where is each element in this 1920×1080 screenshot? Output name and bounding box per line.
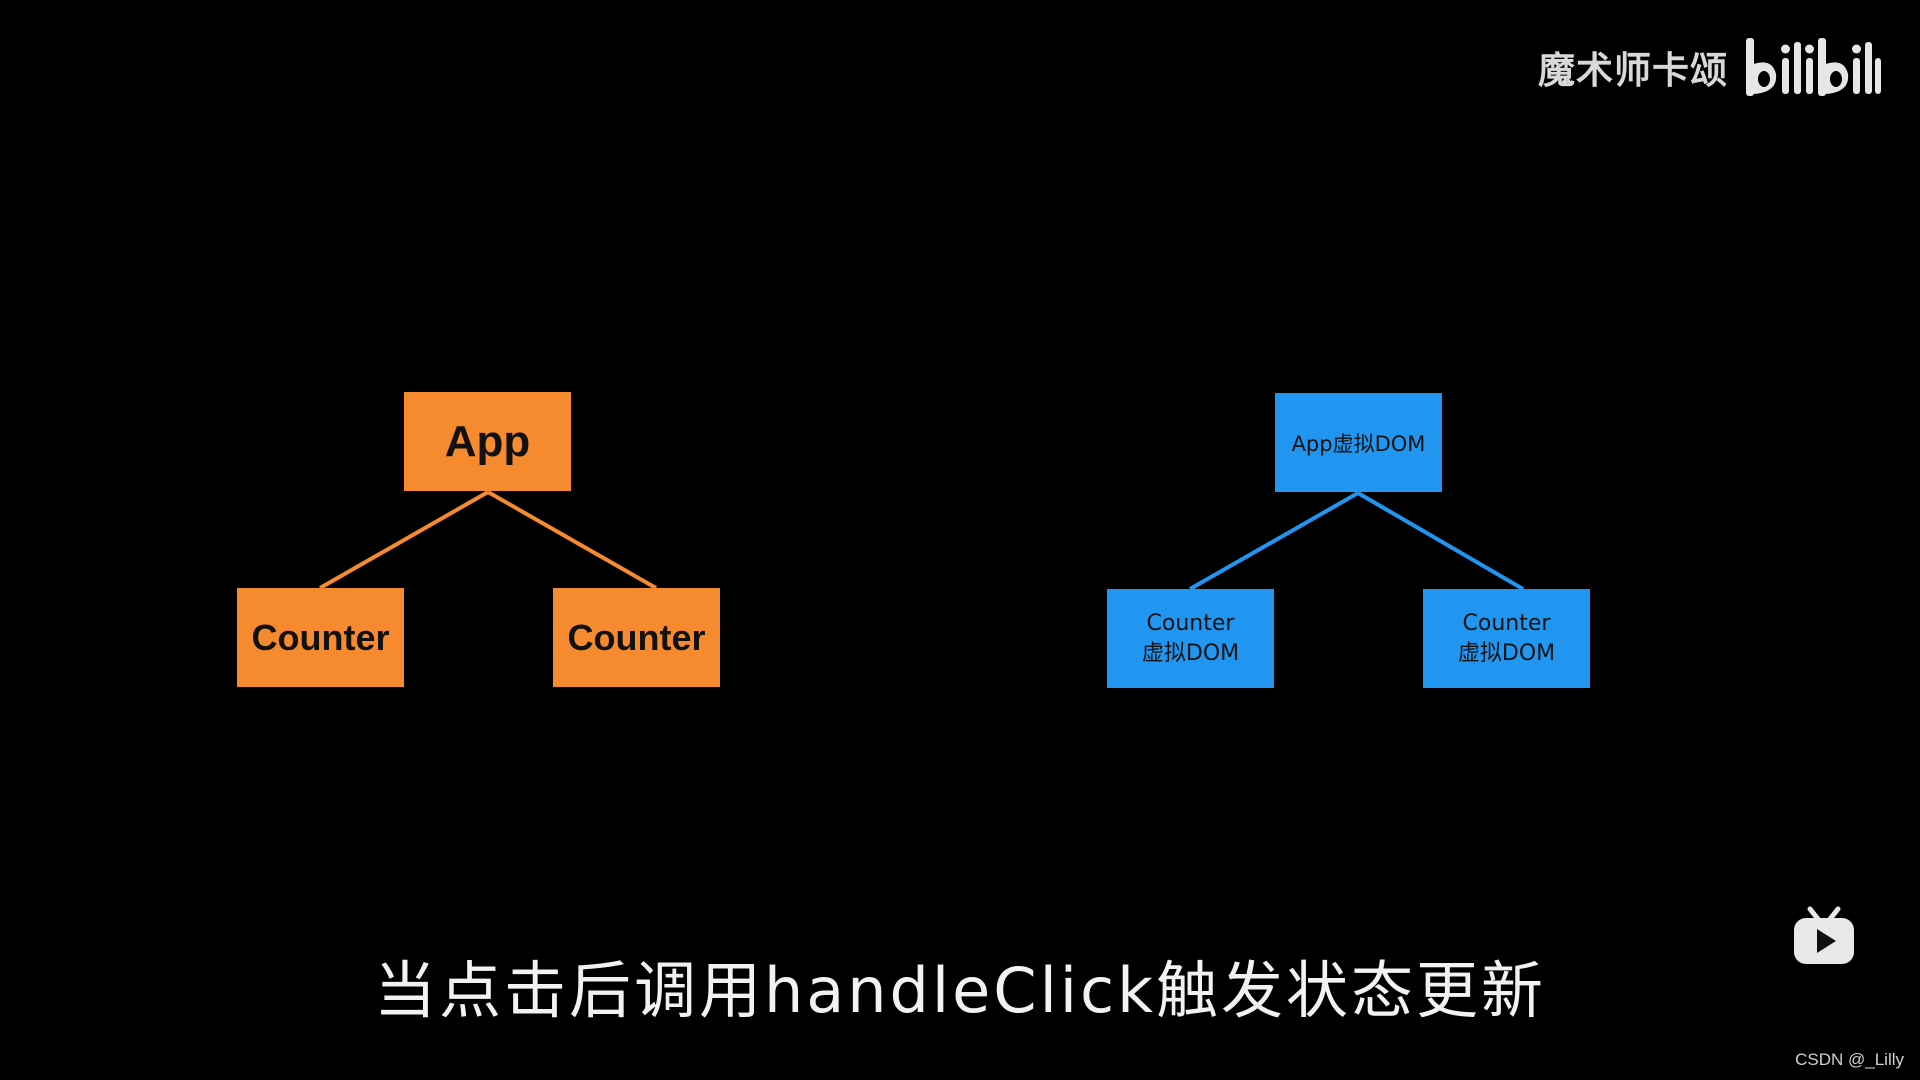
counter-vdom-node-left: Counter 虚拟DOM bbox=[1107, 589, 1274, 688]
app-vdom-node: App虚拟DOM bbox=[1275, 393, 1442, 492]
channel-watermark: 魔术师卡颂 bbox=[1538, 34, 1882, 100]
counter-node-left-label: Counter bbox=[251, 616, 390, 658]
author-name: 魔术师卡颂 bbox=[1538, 49, 1728, 92]
counter-vdom-node-right: Counter 虚拟DOM bbox=[1423, 589, 1590, 688]
bilibili-logo-icon bbox=[1746, 38, 1881, 96]
edge-app-counter-right bbox=[487, 490, 657, 590]
edge-vapp-vcounter-right bbox=[1356, 491, 1525, 591]
subtitle-caption: 当点击后调用handleClick触发状态更新 bbox=[373, 954, 1547, 1027]
counter-node-left: Counter bbox=[237, 588, 404, 687]
app-node: App bbox=[404, 392, 571, 491]
counter-node-right: Counter bbox=[553, 588, 720, 687]
counter-vdom-left-line2: 虚拟DOM bbox=[1141, 640, 1240, 666]
app-node-label: App bbox=[444, 416, 531, 466]
counter-vdom-right-line1: Counter bbox=[1462, 610, 1551, 636]
edge-app-counter-left bbox=[319, 490, 489, 590]
counter-vdom-left-line1: Counter bbox=[1146, 610, 1235, 636]
edge-vapp-vcounter-left bbox=[1189, 491, 1359, 591]
app-vdom-node-label: App虚拟DOM bbox=[1291, 431, 1426, 456]
counter-vdom-right-line2: 虚拟DOM bbox=[1457, 640, 1556, 666]
counter-node-right-label: Counter bbox=[567, 616, 706, 658]
csdn-credit: CSDN @_Lilly bbox=[1795, 1050, 1904, 1069]
bilibili-tv-play-icon bbox=[1794, 906, 1854, 964]
